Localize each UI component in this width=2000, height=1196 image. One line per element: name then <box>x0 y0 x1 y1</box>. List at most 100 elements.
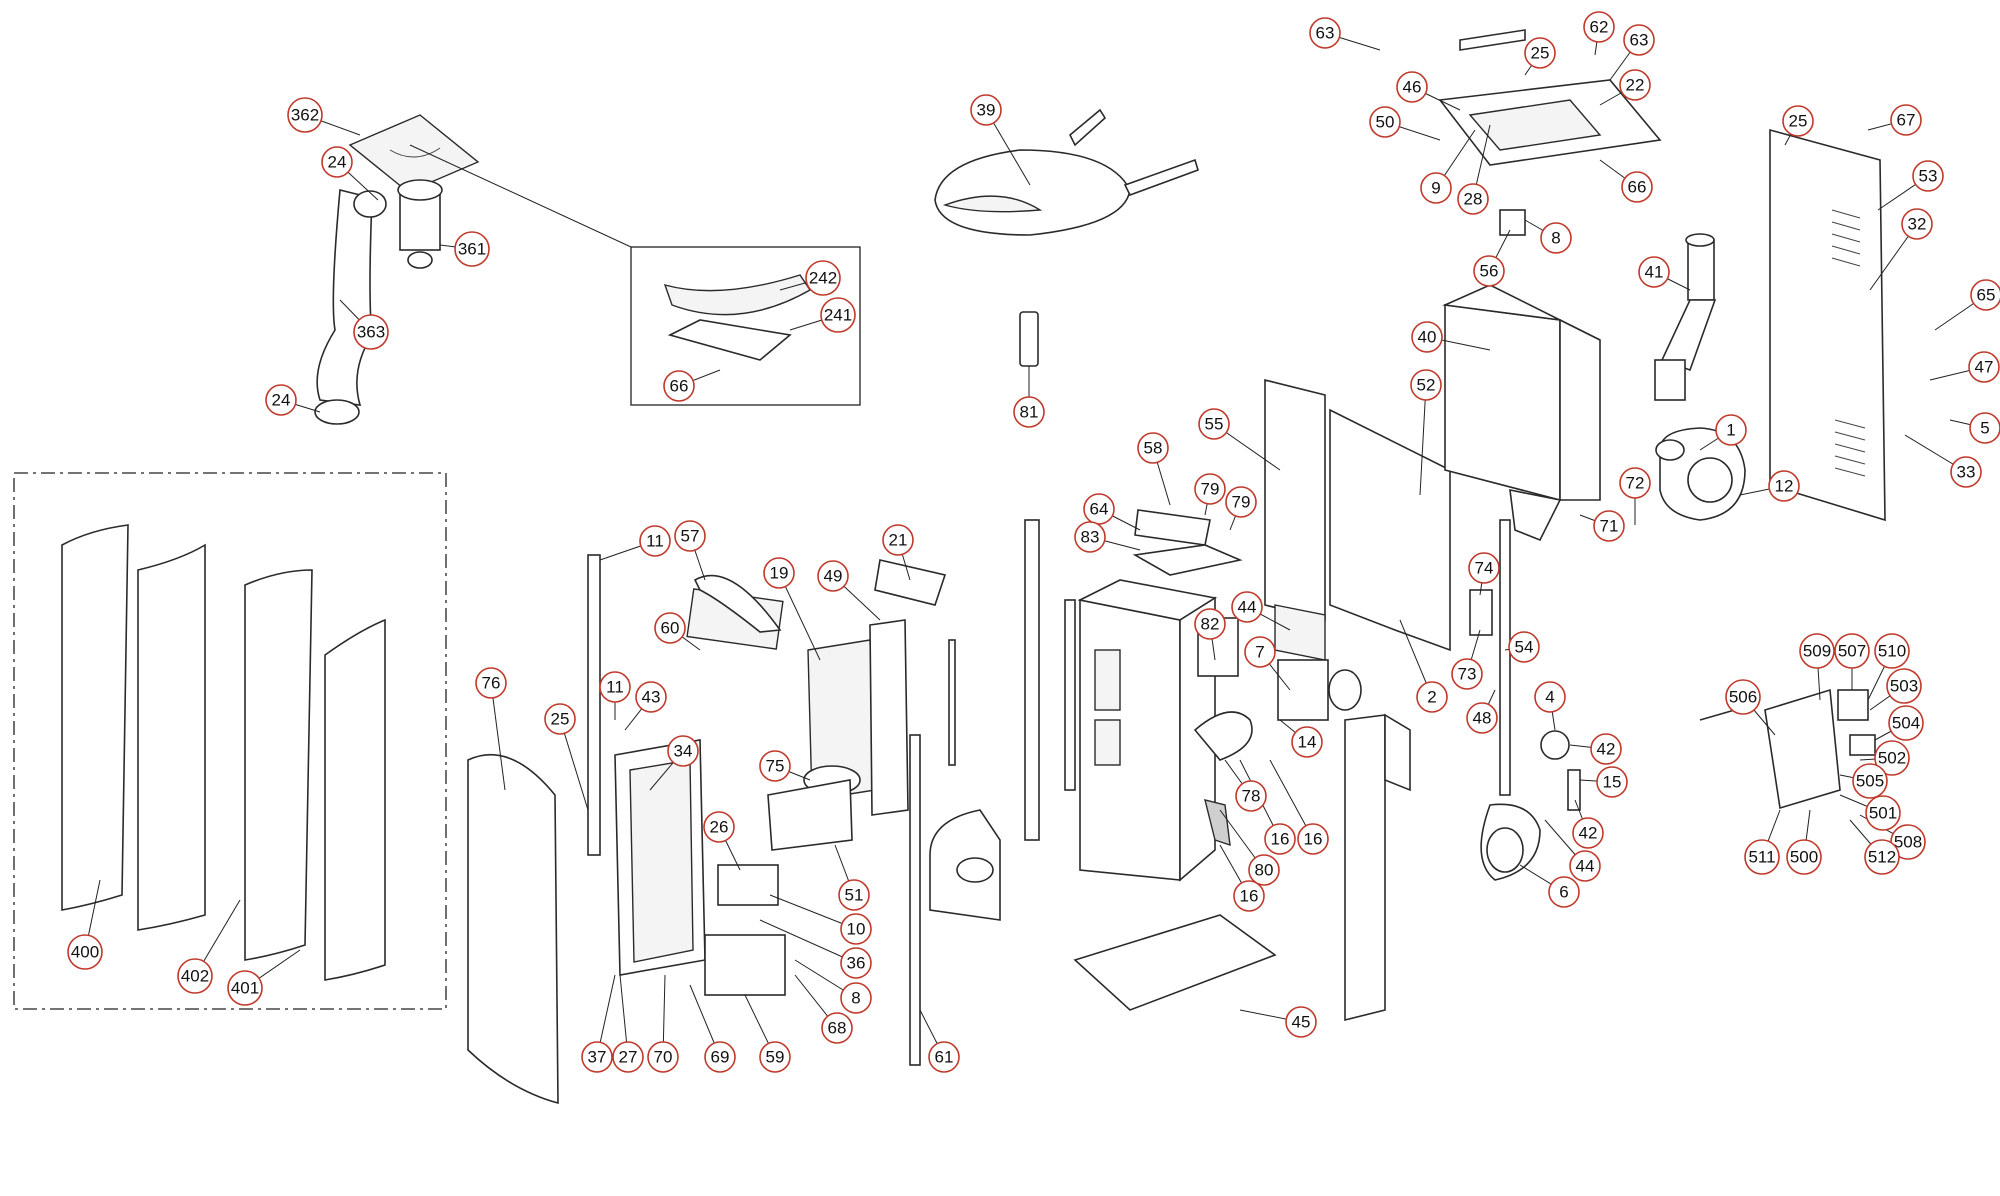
callout-label: 4 <box>1545 688 1554 707</box>
callout-32: 32 <box>1901 208 1933 240</box>
exhaust-fan-housing <box>1655 427 1746 521</box>
callout-circle <box>1264 823 1296 855</box>
callout-circle <box>1420 172 1452 204</box>
callout-57: 57 <box>674 520 706 552</box>
callout-circle <box>1621 171 1653 203</box>
callout-44: 44 <box>1569 850 1601 882</box>
callout-circle <box>1593 510 1625 542</box>
callout-78: 78 <box>1235 780 1267 812</box>
callout-label: 37 <box>588 1048 607 1067</box>
callout-circle <box>1473 255 1505 287</box>
callout-circle <box>1083 493 1115 525</box>
callout-47: 47 <box>1968 351 2000 383</box>
callout-circle <box>763 557 795 589</box>
callout-circle <box>1297 823 1329 855</box>
callout-label: 49 <box>824 567 843 586</box>
callout-39: 39 <box>970 94 1002 126</box>
callout-label: 69 <box>711 1048 730 1067</box>
callout-label: 504 <box>1892 714 1920 733</box>
callout-label: 402 <box>181 967 209 986</box>
callout-circle <box>612 1041 644 1073</box>
callout-circle <box>1725 679 1761 715</box>
combustion-fan <box>1480 803 1541 881</box>
hopper <box>1442 284 1601 542</box>
callout-79: 79 <box>1194 473 1226 505</box>
callout-circle <box>928 1041 960 1073</box>
callout-4: 4 <box>1534 681 1566 713</box>
callout-circle <box>703 811 735 843</box>
callout-circle <box>1890 104 1922 136</box>
callout-label: 25 <box>1789 112 1808 131</box>
callout-circle <box>1194 608 1226 640</box>
callout-label: 39 <box>977 101 996 120</box>
callout-label: 16 <box>1304 830 1323 849</box>
callout-circle <box>840 947 872 979</box>
callout-circle <box>838 879 870 911</box>
callout-circle <box>1782 105 1814 137</box>
callout-circle <box>1572 817 1604 849</box>
callout-circle <box>1864 839 1900 875</box>
callout-circle <box>821 1012 853 1044</box>
door-brackets <box>587 554 786 996</box>
callout-label: 40 <box>1418 328 1437 347</box>
callout-49: 49 <box>817 560 849 592</box>
callout-label: 55 <box>1205 415 1224 434</box>
callout-circle <box>1233 880 1265 912</box>
callout-label: 67 <box>1897 111 1916 130</box>
callout-label: 81 <box>1020 403 1039 422</box>
gear-motor <box>1540 730 1581 811</box>
callout-400: 400 <box>67 934 103 970</box>
callout-11: 11 <box>599 671 631 703</box>
callout-label: 32 <box>1908 215 1927 234</box>
callout-circle <box>1968 351 2000 383</box>
callout-circle <box>1874 633 1910 669</box>
callout-label: 51 <box>845 886 864 905</box>
callout-67: 67 <box>1890 104 1922 136</box>
callout-363: 363 <box>353 314 389 350</box>
callout-label: 65 <box>1977 286 1996 305</box>
callout-25: 25 <box>1782 105 1814 137</box>
burner-pot <box>929 809 1001 921</box>
callout-label: 73 <box>1458 665 1477 684</box>
callout-6: 6 <box>1548 876 1580 908</box>
leader-c76 <box>490 682 506 791</box>
callout-42: 42 <box>1572 817 1604 849</box>
callout-14: 14 <box>1291 726 1323 758</box>
callout-label: 79 <box>1201 480 1220 499</box>
callout-label: 61 <box>935 1048 954 1067</box>
callout-505: 505 <box>1852 763 1888 799</box>
callout-66: 66 <box>1621 171 1653 203</box>
callout-label: 71 <box>1600 517 1619 536</box>
callout-circle <box>1619 467 1651 499</box>
callout-label: 21 <box>889 531 908 550</box>
callout-circle <box>1013 396 1045 428</box>
callout-label: 45 <box>1292 1013 1311 1032</box>
callout-label: 10 <box>847 920 866 939</box>
callout-54: 54 <box>1508 631 1540 663</box>
callout-11: 11 <box>639 525 671 557</box>
callout-label: 41 <box>1645 263 1664 282</box>
callout-label: 43 <box>642 688 661 707</box>
callout-circle <box>1416 681 1448 713</box>
callout-circle <box>1886 668 1922 704</box>
callout-44: 44 <box>1231 591 1263 623</box>
callout-circle <box>805 260 841 296</box>
callout-label: 507 <box>1838 642 1866 661</box>
callout-circle <box>1715 414 1747 446</box>
callout-circle <box>475 667 507 699</box>
detail-frame-24x <box>630 246 861 406</box>
callout-circle <box>667 735 699 767</box>
callout-circle <box>1194 473 1226 505</box>
callout-circle <box>1583 11 1615 43</box>
callout-74: 74 <box>1468 552 1500 584</box>
callout-circle <box>1137 432 1169 464</box>
detail-24x-parts <box>663 274 811 361</box>
callout-40: 40 <box>1411 321 1443 353</box>
callout-circle <box>581 1041 613 1073</box>
callout-45: 45 <box>1285 1006 1317 1038</box>
callout-label: 33 <box>1957 463 1976 482</box>
callout-402: 402 <box>177 958 213 994</box>
callout-label: 44 <box>1576 857 1595 876</box>
callout-circle <box>1623 24 1655 56</box>
